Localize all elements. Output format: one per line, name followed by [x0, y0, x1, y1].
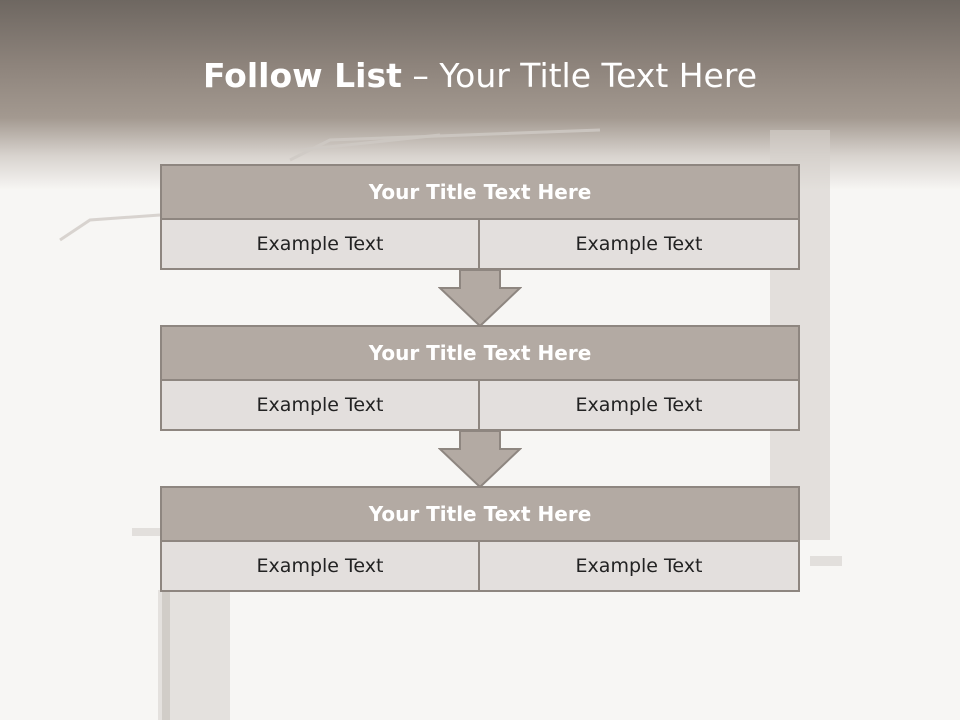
list-block-1: Your Title Text Here Example Text Exampl…: [160, 164, 800, 270]
block-cell-left: Example Text: [160, 542, 480, 592]
down-arrow-2: [438, 431, 522, 489]
title-rest: – Your Title Text Here: [412, 56, 758, 95]
block-cell-left: Example Text: [160, 220, 480, 270]
block-row: Example Text Example Text: [160, 220, 800, 270]
list-block-3: Your Title Text Here Example Text Exampl…: [160, 486, 800, 592]
list-block-2: Your Title Text Here Example Text Exampl…: [160, 325, 800, 431]
block-cell-right: Example Text: [480, 381, 800, 431]
block-title: Your Title Text Here: [160, 486, 800, 542]
block-row: Example Text Example Text: [160, 381, 800, 431]
block-title: Your Title Text Here: [160, 325, 800, 381]
block-cell-right: Example Text: [480, 542, 800, 592]
block-title: Your Title Text Here: [160, 164, 800, 220]
block-cell-left: Example Text: [160, 381, 480, 431]
block-cell-right: Example Text: [480, 220, 800, 270]
down-arrow-1: [438, 270, 522, 328]
block-row: Example Text Example Text: [160, 542, 800, 592]
title-bold: Follow List: [202, 56, 402, 95]
slide-title: Follow List – Your Title Text Here: [0, 56, 960, 95]
